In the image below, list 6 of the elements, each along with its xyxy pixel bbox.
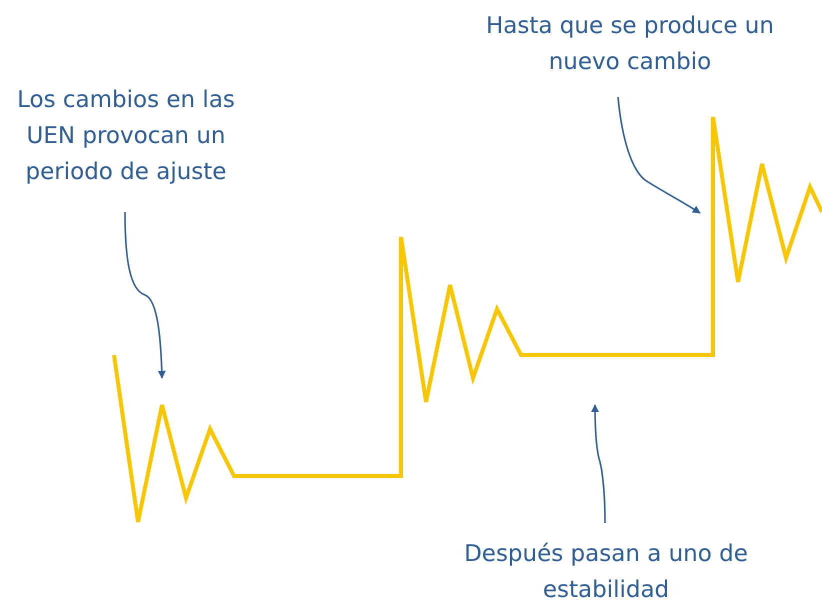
annotation-text: Después pasan a uno de estabilidad	[456, 536, 756, 607]
annotation-text: Hasta que se produce un nuevo cambio	[480, 8, 780, 80]
leader-arrow	[617, 96, 701, 214]
leader-arrow	[124, 212, 166, 379]
leader-arrow	[591, 404, 606, 523]
annotation-text: Los cambios en las UEN provocan un periodo de ajuste	[1, 82, 251, 190]
